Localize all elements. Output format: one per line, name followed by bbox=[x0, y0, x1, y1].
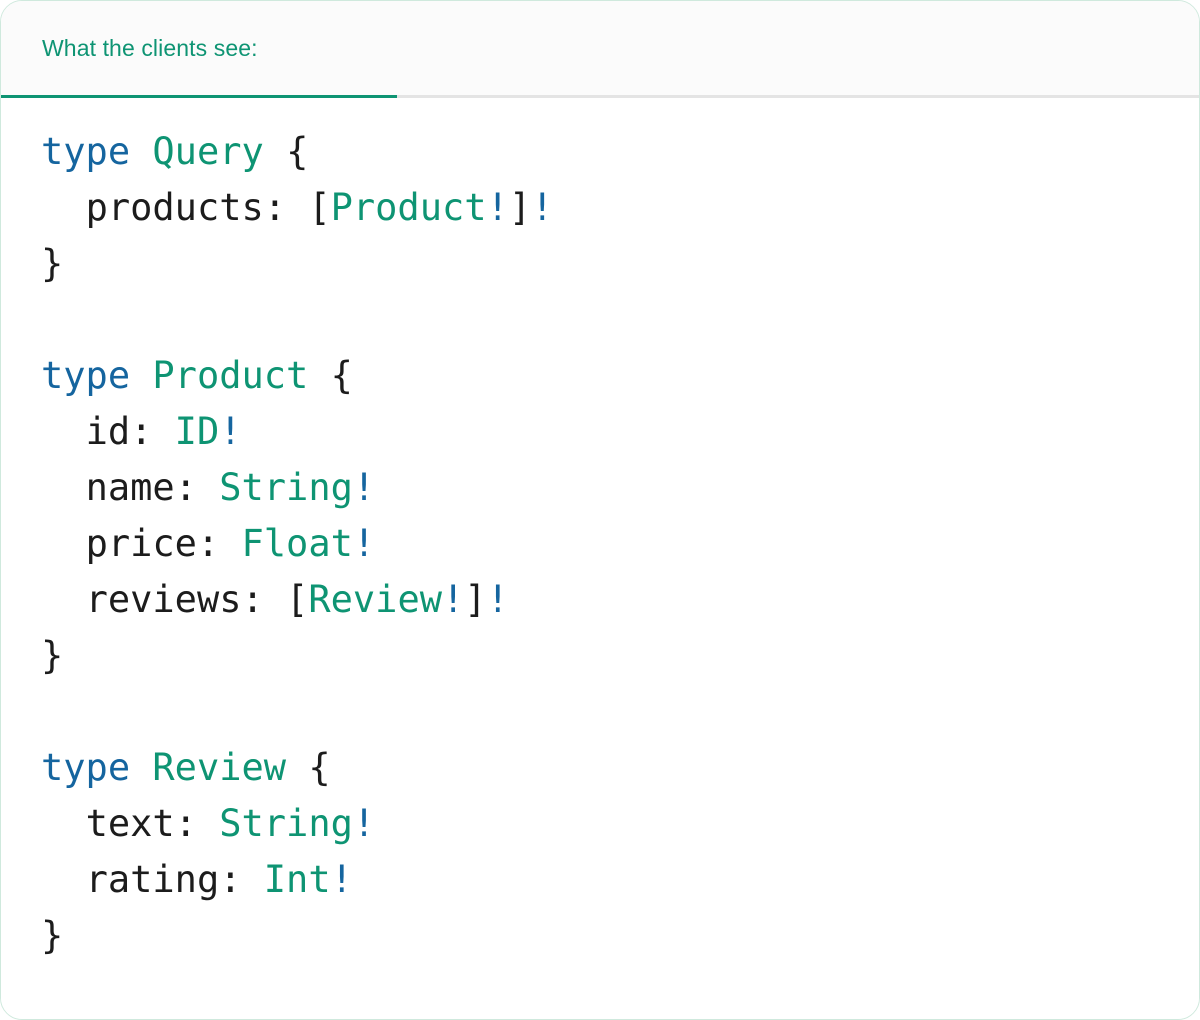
token-punctuation: [ bbox=[263, 578, 309, 621]
token-brace-open: { bbox=[330, 354, 353, 397]
token-punctuation bbox=[242, 858, 264, 901]
code-line: id: ID! bbox=[41, 404, 1199, 460]
token-non-null: ! bbox=[352, 522, 376, 565]
token-brace-open: { bbox=[308, 746, 331, 789]
token-field-name: name: bbox=[85, 466, 197, 509]
code-line: } bbox=[41, 236, 1199, 292]
token-type-name: Query bbox=[152, 130, 264, 173]
tab-strip: What the clients see: bbox=[1, 1, 1199, 98]
code-line: } bbox=[41, 908, 1199, 964]
token-type-name: Product bbox=[152, 354, 309, 397]
token-punctuation: ] bbox=[508, 186, 532, 229]
token-field-name: products: bbox=[85, 186, 287, 229]
token-type-ref: Review bbox=[308, 578, 442, 621]
token-type-ref: ID bbox=[174, 410, 220, 453]
code-line: rating: Int! bbox=[41, 852, 1199, 908]
token-field-name: price: bbox=[85, 522, 220, 565]
token-brace-close: } bbox=[41, 914, 64, 957]
code-line: text: String! bbox=[41, 796, 1199, 852]
token-type-name: Review bbox=[152, 746, 287, 789]
token-non-null: ! bbox=[330, 858, 353, 901]
tab-active-underline bbox=[1, 95, 397, 98]
token-keyword: type bbox=[41, 746, 131, 789]
token-non-null: ! bbox=[442, 578, 465, 621]
token-punctuation bbox=[152, 410, 174, 453]
token-brace-open: { bbox=[286, 130, 309, 173]
tab-label: What the clients see: bbox=[42, 34, 258, 61]
token-keyword: type bbox=[41, 354, 131, 397]
graphql-schema-code[interactable]: type Query { products: [Product!]!} type… bbox=[1, 124, 1199, 964]
code-line: name: String! bbox=[41, 460, 1199, 516]
code-blank-line bbox=[41, 684, 1199, 740]
token-punctuation bbox=[219, 522, 241, 565]
code-blank-line bbox=[41, 292, 1199, 348]
code-line: type Product { bbox=[41, 348, 1199, 404]
token-field-name: rating: bbox=[85, 858, 242, 901]
token-non-null: ! bbox=[352, 466, 376, 509]
token-field-name: text: bbox=[85, 802, 197, 845]
token-non-null: ! bbox=[486, 578, 509, 621]
token-non-null: ! bbox=[531, 186, 554, 229]
token-type-ref: String bbox=[219, 802, 353, 845]
token-keyword: type bbox=[41, 130, 131, 173]
code-line: price: Float! bbox=[41, 516, 1199, 572]
tab-what-the-clients-see[interactable]: What the clients see: bbox=[1, 1, 397, 98]
token-punctuation bbox=[197, 802, 219, 845]
token-punctuation: [ bbox=[286, 186, 331, 229]
token-punctuation: ] bbox=[464, 578, 487, 621]
code-line: } bbox=[41, 628, 1199, 684]
token-brace-close: } bbox=[41, 242, 64, 285]
token-non-null: ! bbox=[219, 410, 242, 453]
code-line: products: [Product!]! bbox=[41, 180, 1199, 236]
code-area: type Query { products: [Product!]!} type… bbox=[1, 98, 1199, 1018]
token-non-null: ! bbox=[486, 186, 509, 229]
token-type-ref: Product bbox=[330, 186, 487, 229]
token-non-null: ! bbox=[352, 802, 376, 845]
code-line: type Review { bbox=[41, 740, 1199, 796]
code-line: type Query { bbox=[41, 124, 1199, 180]
token-brace-close: } bbox=[41, 634, 64, 677]
token-type-ref: Int bbox=[263, 858, 331, 901]
token-type-ref: Float bbox=[241, 522, 353, 565]
code-line: reviews: [Review!]! bbox=[41, 572, 1199, 628]
token-type-ref: String bbox=[219, 466, 353, 509]
token-punctuation bbox=[197, 466, 219, 509]
token-field-name: id: bbox=[85, 410, 153, 453]
token-field-name: reviews: bbox=[85, 578, 264, 621]
